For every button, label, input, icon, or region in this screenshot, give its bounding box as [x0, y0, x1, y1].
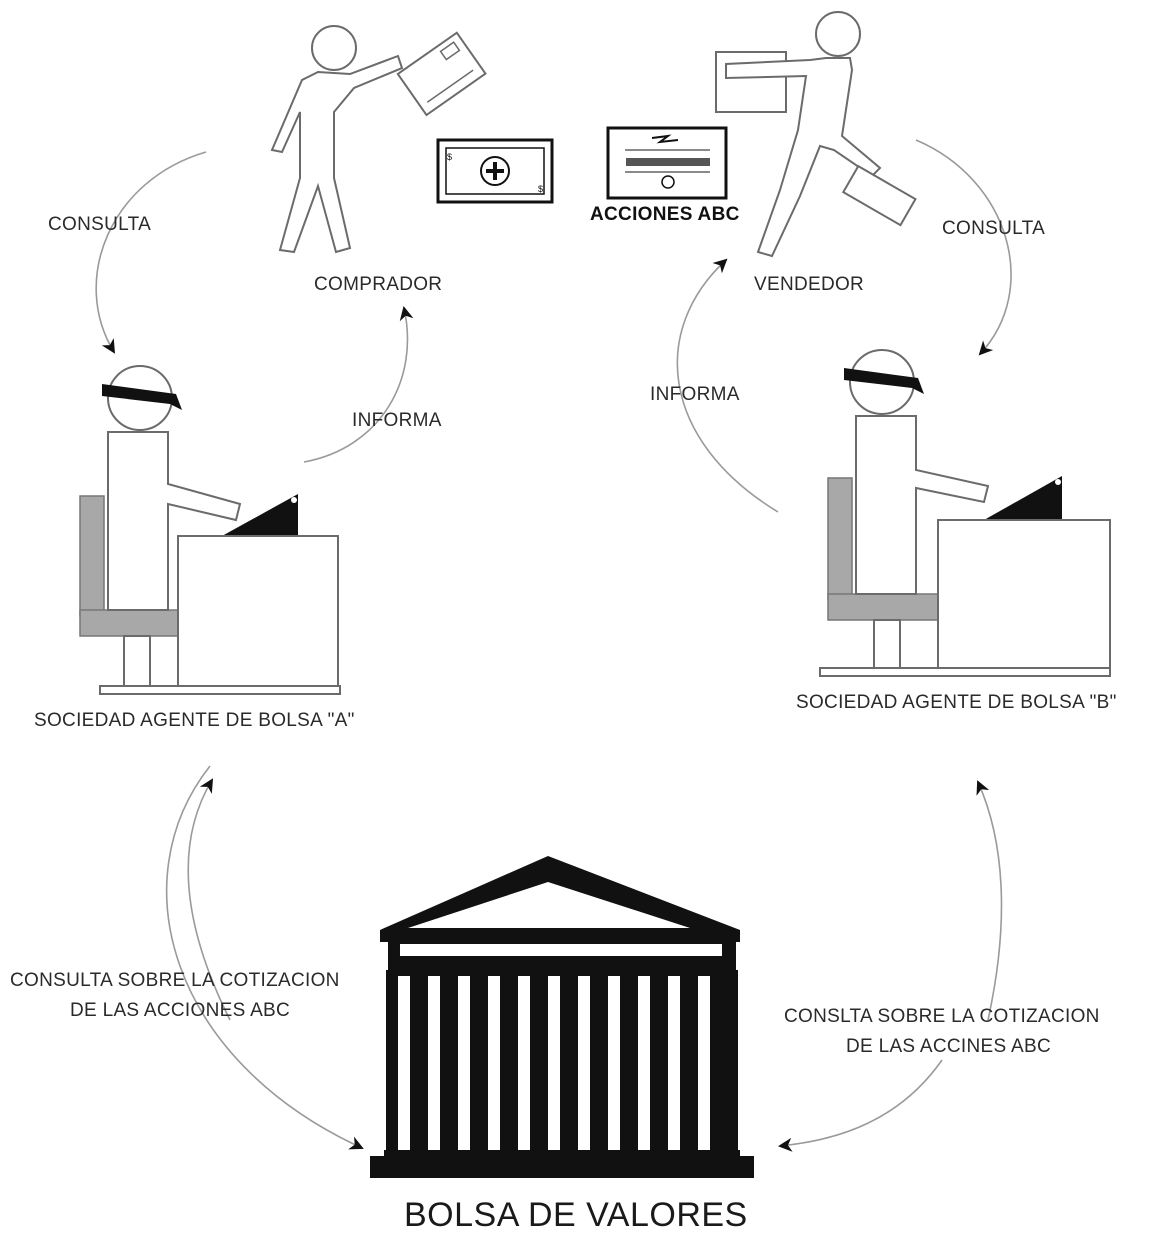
svg-text:$: $ [538, 184, 543, 194]
arrow-sociedad-b-to-bolsa [778, 1059, 943, 1152]
consulta-cotizacion-right-line1: CONSLTA SOBRE LA COTIZACION [784, 1006, 1100, 1027]
informa-right-label: INFORMA [650, 384, 740, 405]
stock-exchange-building-icon [370, 856, 754, 1178]
vendedor-label: VENDEDOR [754, 274, 865, 295]
informa-left-label: INFORMA [352, 410, 442, 431]
arrow-bolsa-to-sociedad-b [976, 780, 1003, 1021]
broker-a-icon [79, 365, 341, 695]
bolsa-de-valores-title: BOLSA DE VALORES [404, 1196, 748, 1234]
broker-b-icon [819, 349, 1111, 677]
consulta-cotizacion-left-line2: DE LAS ACCIONES ABC [70, 1000, 291, 1021]
acciones-abc-label: ACCIONES ABC [590, 204, 740, 225]
money-bill-icon: $ $ [436, 138, 554, 204]
consulta-cotizacion-right-line2: DE LAS ACCINES ABC [846, 1036, 1051, 1057]
consulta-right-label: CONSULTA [942, 218, 1046, 239]
buyer-figure-icon [270, 25, 487, 254]
consulta-left-label: CONSULTA [48, 214, 152, 235]
arrow-sociedad-a-to-bolsa [165, 765, 364, 1150]
svg-text:$: $ [447, 152, 452, 162]
consulta-cotizacion-left-line1: CONSULTA SOBRE LA COTIZACION [10, 970, 340, 991]
sociedad-b-label: SOCIEDAD AGENTE DE BOLSA "B" [796, 692, 1117, 713]
arrow-bolsa-to-sociedad-a [187, 778, 231, 1021]
arrow-consulta-left [95, 151, 207, 354]
stock-certificate-icon [606, 126, 728, 200]
arrow-informa-right [676, 258, 779, 513]
seller-figure-icon [715, 11, 917, 258]
comprador-label: COMPRADOR [314, 274, 443, 295]
sociedad-a-label: SOCIEDAD AGENTE DE BOLSA "A" [34, 710, 355, 731]
arrow-informa-left [303, 306, 414, 463]
arrow-consulta-right [915, 139, 1012, 356]
